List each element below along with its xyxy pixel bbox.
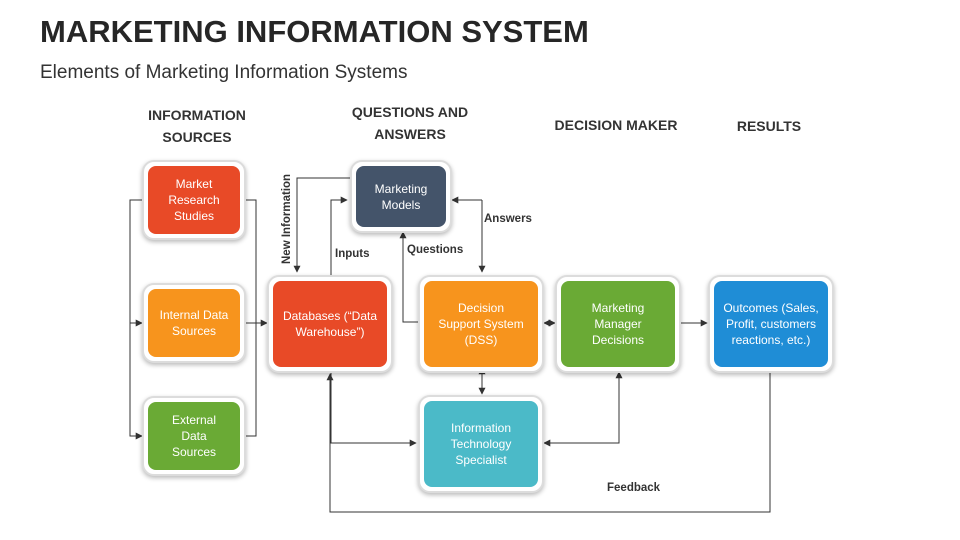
- node-outcomes: Outcomes (Sales, Profit, customers react…: [708, 275, 834, 373]
- node-dss-label: Decision Support System (DSS): [424, 281, 538, 367]
- arrow-feedback: [326, 372, 771, 513]
- node-databases: Databases (“Data Warehouse”): [267, 275, 393, 373]
- node-outcomes-label: Outcomes (Sales, Profit, customers react…: [714, 281, 828, 367]
- node-marketing-models: Marketing Models: [350, 160, 452, 233]
- column-header-qa: QUESTIONS AND ANSWERS: [351, 104, 469, 142]
- node-manager-decisions-label: Marketing Manager Decisions: [561, 281, 675, 367]
- node-marketing-models-label: Marketing Models: [356, 166, 446, 227]
- node-it-specialist: Information Technology Specialist: [418, 395, 544, 493]
- label-new-information: New Information: [281, 173, 293, 264]
- label-answers: Answers: [484, 213, 532, 225]
- node-external-data: External Data Sources: [142, 396, 246, 476]
- label-inputs: Inputs: [335, 248, 370, 260]
- node-internal-data: Internal Data Sources: [142, 283, 246, 363]
- column-header-results: RESULTS: [736, 118, 802, 134]
- label-feedback: Feedback: [607, 482, 661, 494]
- node-dss: Decision Support System (DSS): [418, 275, 544, 373]
- page-subtitle: Elements of Marketing Information System…: [40, 62, 408, 83]
- node-databases-label: Databases (“Data Warehouse”): [273, 281, 387, 367]
- node-internal-data-label: Internal Data Sources: [148, 289, 240, 357]
- node-market-research-label: Market Research Studies: [148, 166, 240, 234]
- arrow-inputs: [330, 196, 348, 275]
- node-it-specialist-label: Information Technology Specialist: [424, 401, 538, 487]
- label-questions: Questions: [407, 244, 464, 256]
- column-header-decision: DECISION MAKER: [554, 117, 678, 133]
- arrow-questions: [399, 231, 418, 323]
- bracket-left: [129, 199, 143, 440]
- arrow-new-information: [293, 177, 350, 273]
- column-header-sources: INFORMATION SOURCES: [148, 107, 246, 145]
- node-market-research: Market Research Studies: [142, 160, 246, 240]
- page-title: MARKETING INFORMATION SYSTEM: [40, 14, 589, 49]
- node-external-data-label: External Data Sources: [148, 402, 240, 470]
- node-manager-decisions: Marketing Manager Decisions: [555, 275, 681, 373]
- bracket-right: [245, 199, 257, 437]
- arrow-it-to-manager: [544, 371, 623, 444]
- arrow-db-to-it: [330, 372, 417, 447]
